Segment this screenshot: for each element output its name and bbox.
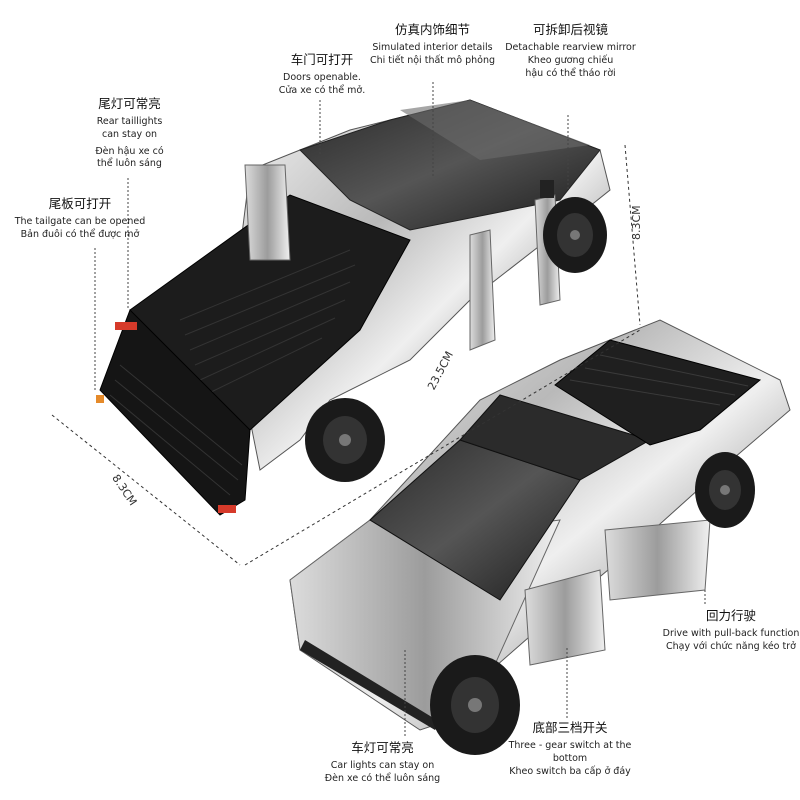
truck-rear-wheel-rear bbox=[305, 398, 385, 482]
label-carlights-vi: Đèn xe có thể luôn sáng bbox=[324, 772, 441, 784]
label-interior-en: Simulated interior details bbox=[372, 41, 493, 53]
truck-rear-tailgate-ribs bbox=[109, 364, 243, 496]
label-mirror-en: Detachable rearview mirror bbox=[505, 41, 636, 53]
truck-front-bed-cover bbox=[554, 339, 762, 446]
label-doors-vi: Cửa xe có thể mở. bbox=[278, 84, 366, 96]
label-taillights-vi2: thể luôn sáng bbox=[97, 158, 162, 170]
label-interior-zh: 仿真内饰细节 bbox=[394, 22, 470, 37]
label-taillights-vi1: Đèn hậu xe có bbox=[95, 145, 164, 157]
truck-rear-view bbox=[96, 99, 611, 516]
label-gearswitch-vi: Kheo switch ba cấp ở đáy bbox=[509, 765, 631, 777]
truck-rear-taillight-left bbox=[115, 322, 137, 330]
label-mirror-vi1: Kheo gương chiếu bbox=[527, 54, 614, 66]
truck-rear-open-door-right bbox=[469, 229, 496, 351]
label-pullback-zh: 回力行驶 bbox=[705, 608, 756, 623]
label-carlights-zh: 车灯可常亮 bbox=[351, 740, 414, 755]
truck-rear-wheel-front bbox=[543, 197, 607, 273]
label-interior: 仿真内饰细节 Simulated interior details Chi ti… bbox=[360, 22, 505, 68]
truck-front-wheel-front bbox=[430, 655, 520, 755]
truck-front-open-door-2 bbox=[604, 519, 711, 601]
label-gearswitch-zh: 底部三档开关 bbox=[532, 720, 608, 735]
dimension-height-label: 8.3CM bbox=[630, 205, 643, 240]
label-taillights-en2: can stay on bbox=[101, 128, 158, 140]
dimension-line-length bbox=[244, 329, 641, 566]
dimension-lines bbox=[51, 144, 641, 566]
dimension-line-height bbox=[624, 144, 641, 326]
label-doors-en: Doors openable. bbox=[283, 71, 361, 83]
label-pullback-en: Drive with pull-back function bbox=[662, 627, 800, 639]
label-tailgate-en: The tailgate can be opened bbox=[14, 215, 146, 227]
label-gearswitch-en: Three - gear switch at the bottom bbox=[508, 739, 632, 764]
label-carlights-en: Car lights can stay on bbox=[330, 759, 435, 771]
truck-rear-roof-highlight bbox=[400, 100, 590, 160]
annotation-lines bbox=[94, 82, 706, 738]
label-taillights: 尾灯可常亮 Rear taillights can stay on Đèn hậ… bbox=[72, 96, 187, 171]
label-doors-zh: 车门可打开 bbox=[290, 52, 354, 67]
truck-rear-open-door-left bbox=[244, 164, 291, 261]
truck-rear-marker-light bbox=[96, 395, 104, 403]
label-pullback: 回力行驶 Drive with pull-back function Chạy … bbox=[662, 608, 800, 654]
label-taillights-zh: 尾灯可常亮 bbox=[98, 96, 161, 111]
truck-front-wheel-rear bbox=[695, 452, 755, 528]
label-mirror-zh: 可拆卸后视镜 bbox=[532, 22, 608, 37]
label-pullback-vi: Chạy với chức năng kéo trở bbox=[666, 640, 796, 652]
truck-front-view bbox=[289, 319, 791, 755]
label-interior-vi: Chi tiết nội thất mô phỏng bbox=[369, 54, 496, 66]
dimension-line-width bbox=[51, 414, 241, 566]
label-tailgate-vi: Bản đuôi có thể được mở bbox=[20, 228, 140, 240]
label-tailgate: 尾板可打开 The tailgate can be opened Bản đuô… bbox=[0, 196, 160, 242]
label-mirror-vi2: hậu có thể tháo rời bbox=[525, 67, 616, 79]
label-taillights-en1: Rear taillights bbox=[96, 115, 163, 127]
truck-rear-mirror bbox=[540, 180, 554, 198]
label-mirror: 可拆卸后视镜 Detachable rearview mirror Kheo g… bbox=[498, 22, 643, 80]
label-carlights: 车灯可常亮 Car lights can stay on Đèn xe có t… bbox=[310, 740, 455, 786]
truck-front-bed-ribs bbox=[569, 354, 749, 406]
truck-front-open-door-1 bbox=[524, 569, 606, 666]
label-doors: 车门可打开 Doors openable. Cửa xe có thể mở. bbox=[262, 52, 382, 98]
truck-rear-bed-ribs bbox=[179, 249, 356, 396]
truck-rear-taillight-right bbox=[218, 505, 236, 513]
label-tailgate-zh: 尾板可打开 bbox=[48, 196, 112, 211]
label-gearswitch: 底部三档开关 Three - gear switch at the bottom… bbox=[490, 720, 650, 778]
